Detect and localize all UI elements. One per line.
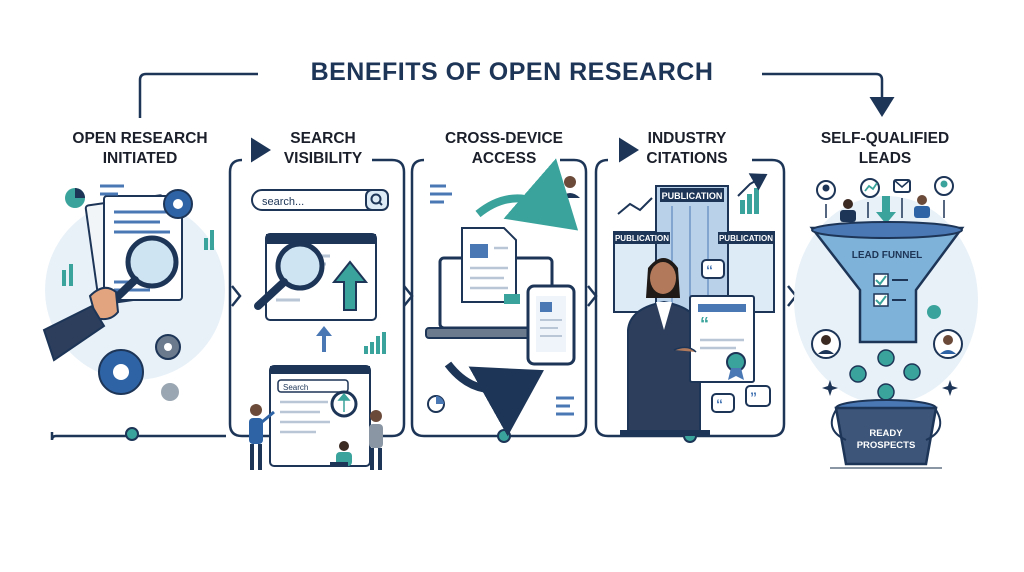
step-label-line: LEADS: [858, 150, 912, 167]
svg-text:”: ”: [750, 389, 757, 405]
svg-text:“: “: [700, 314, 709, 334]
step-label-search-visibility: SEARCH VISIBILITY: [248, 129, 398, 169]
industry-citations-illustration: PUBLICATION PUBLICATION PUBLICATION “: [613, 173, 775, 436]
step-label-industry-citations: INDUSTRY CITATIONS: [612, 129, 762, 169]
bucket-label: PROSPECTS: [857, 440, 916, 451]
bucket-label: READY: [869, 428, 903, 439]
person-figure: [620, 258, 710, 436]
open-research-illustration: [42, 184, 225, 401]
step-label-open-research: OPEN RESEARCH INITIATED: [52, 129, 228, 169]
step-panels: [50, 158, 786, 441]
person-figure: [369, 410, 383, 470]
step-label-line: CROSS-DEVICE: [445, 130, 563, 147]
self-qualified-leads-illustration: LEAD FUNNEL: [794, 176, 978, 469]
avatar-icons: [816, 176, 954, 222]
person-figure: [249, 404, 275, 470]
search-bar-text: search...: [262, 196, 304, 208]
search-page-text: Search: [283, 383, 308, 392]
step-label-line: SELF-QUALIFIED: [820, 130, 950, 147]
step-label-line: INDUSTRY: [647, 130, 727, 147]
cross-device-illustration: [425, 158, 580, 437]
page-title: BENEFITS OF OPEN RESEARCH: [310, 58, 714, 86]
person-figure: [330, 441, 352, 466]
person-icon: [560, 176, 580, 198]
step-label-line: VISIBILITY: [283, 150, 363, 167]
publication-sign: PUBLICATION: [615, 234, 669, 243]
coin-icons: [849, 349, 921, 401]
step-label-self-qualified: SELF-QUALIFIED LEADS: [800, 129, 970, 169]
publication-sign: PUBLICATION: [719, 234, 773, 243]
step-label-line: CITATIONS: [646, 150, 728, 167]
step-label-line: SEARCH: [290, 130, 356, 147]
search-visibility-illustration: search... Search: [249, 189, 389, 470]
funnel-label: LEAD FUNNEL: [852, 250, 923, 261]
svg-text:“: “: [706, 262, 713, 278]
step-label-line: OPEN RESEARCH: [72, 130, 208, 147]
step-label-line: INITIATED: [102, 150, 178, 167]
title-flow-arrow: [138, 72, 895, 118]
publication-sign: PUBLICATION: [662, 191, 723, 201]
svg-text:“: “: [716, 396, 723, 412]
